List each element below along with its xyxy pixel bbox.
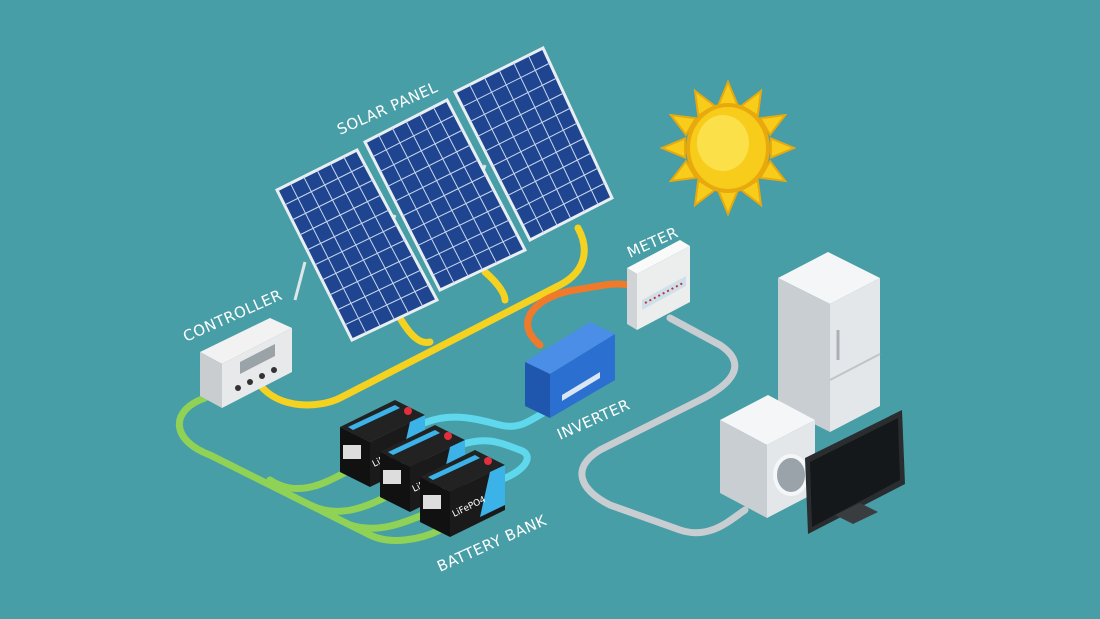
dc-cable-yellow [256, 224, 588, 409]
sun-ray [769, 136, 797, 160]
battery-cable-green-2 [266, 466, 354, 493]
refrigerator [778, 252, 881, 432]
sun-ray [716, 79, 740, 107]
sun-ray [716, 189, 740, 217]
dc-cable-yellow-3 [481, 268, 509, 304]
ac-cable-grey [578, 314, 749, 537]
solar-panels [274, 45, 614, 342]
sun-ray [659, 136, 687, 160]
controller-display [240, 344, 275, 374]
inverter-cable-cyan [416, 408, 549, 430]
sun-ray [668, 113, 698, 137]
sun-ray [758, 113, 788, 137]
battery-cable-green [175, 394, 444, 544]
solar-panel [452, 45, 614, 243]
sun-ray [668, 159, 698, 183]
solar-panel [362, 97, 528, 292]
solar-panel [274, 148, 440, 342]
sun-icon [659, 79, 797, 217]
battery-cable-green-4 [346, 508, 434, 532]
cables [175, 224, 749, 544]
washing-machine [720, 395, 815, 518]
sun-ray [758, 159, 788, 183]
meter-box [627, 240, 690, 330]
inverter-cable-cyan-2 [456, 437, 531, 482]
battery: LiFePO4 [420, 450, 505, 537]
grid-cable-orange [524, 280, 632, 349]
charge-controller [200, 318, 292, 408]
battery-cable-green-3 [306, 491, 394, 515]
dc-cable-yellow-2 [396, 314, 434, 346]
battery-bank: LiFePO4LiFePO4LiFePO4 [340, 400, 505, 537]
television [805, 410, 905, 534]
panel-stand [293, 261, 307, 301]
inverter [525, 322, 615, 418]
